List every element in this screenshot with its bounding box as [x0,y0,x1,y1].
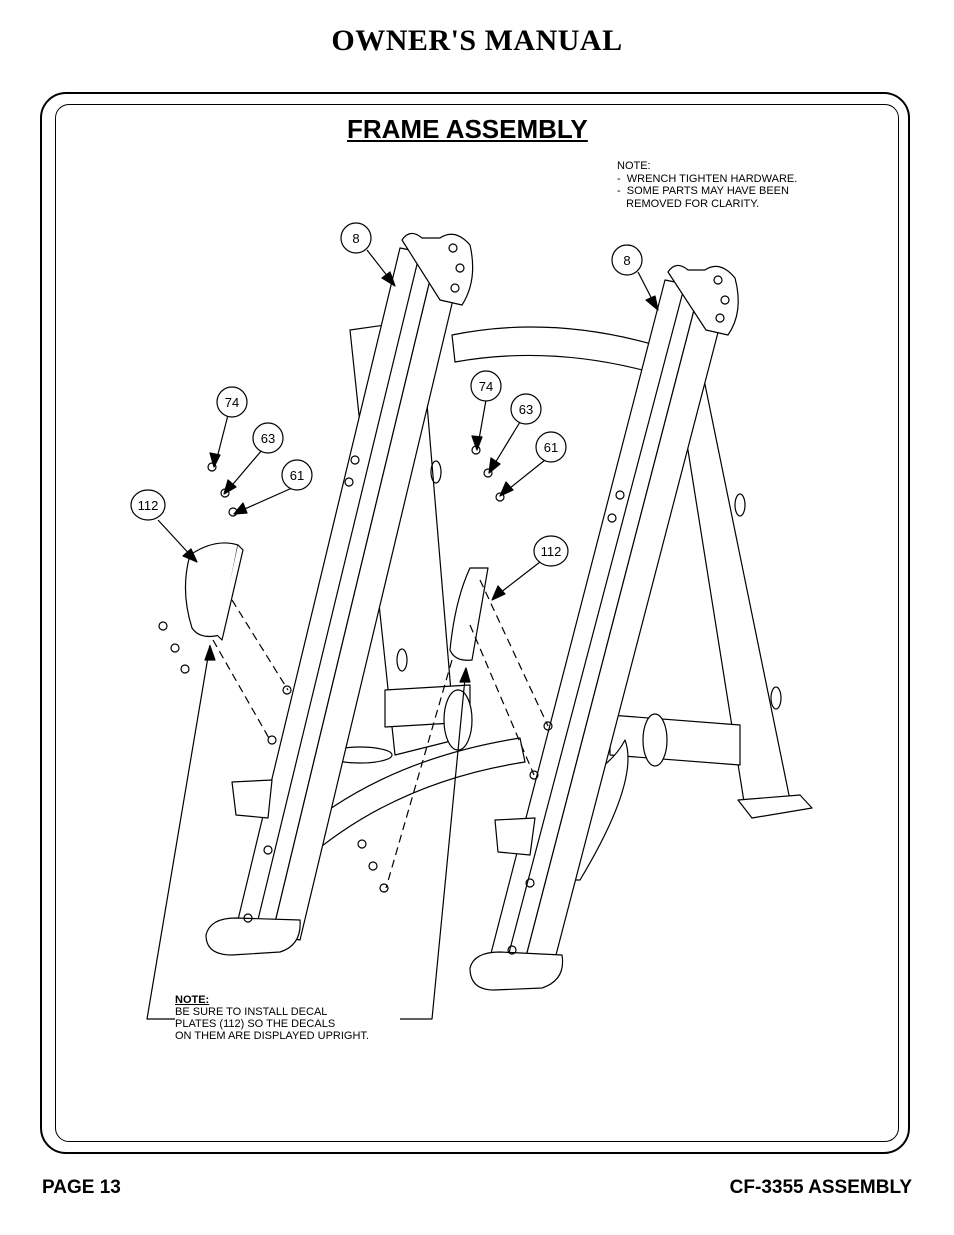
callout-label: 8 [352,231,359,246]
callout-bubble [216,386,248,418]
section-title: FRAME ASSEMBLY [347,114,588,144]
callout-label: 74 [225,395,239,410]
page-frame-outer [40,92,910,1154]
note-line: - WRENCH TIGHTEN HARDWARE. [617,172,798,185]
decal-plate-center [449,567,489,661]
manual-title: OWNER'S MANUAL [331,24,623,57]
lower-tube-right [609,714,741,766]
hardware-center-bottom [357,839,389,893]
hardware-note: NOTE: - WRENCH TIGHTEN HARDWARE. - SOME … [617,160,857,210]
decal-note-leader-left [146,644,211,1020]
decal-note-line: ON THEM ARE DISPLAYED UPRIGHT. [175,1030,369,1042]
callout-label: 8 [623,253,630,268]
decal-note-line: BE SURE TO INSTALL DECAL [175,1006,328,1018]
hardware-center-top [471,445,505,502]
callout-bubble [611,244,643,276]
page-frame-inner [55,104,899,1142]
callout-bubble [340,222,372,254]
upright-holes [243,455,625,955]
decal-note-heading: NOTE: [175,994,210,1006]
alignment-lines [212,579,549,889]
document-id: CF-3355 ASSEMBLY [729,1177,912,1198]
decal-plate-left [184,542,239,638]
note-line: REMOVED FOR CLARITY. [617,197,760,210]
rear-crossbar [451,326,656,373]
callout-label: 61 [544,440,558,455]
callout-label: 63 [261,431,275,446]
callout-bubble [510,393,542,425]
callout-label: 74 [479,379,493,394]
decal-note: NOTE: BE SURE TO INSTALL DECAL PLATES (1… [175,994,435,1042]
callout-label: 61 [290,468,304,483]
page-number: PAGE 13 [42,1177,121,1198]
note-line: - SOME PARTS MAY HAVE BEEN [617,185,789,197]
callout-bubble [470,370,502,402]
note-line: NOTE: [617,160,651,172]
callout-leaders [157,249,659,683]
curved-base-brace [289,737,526,861]
right-upright [487,279,701,973]
callout-label: 63 [519,402,533,417]
callout-label: 112 [541,544,562,559]
decal-note-line: PLATES (112) SO THE DECALS [175,1018,336,1030]
callout-bubbles [130,222,643,567]
callout-bubble [281,459,313,491]
hardware-left-bottom [158,621,190,674]
callout-bubble [535,431,567,463]
callout-label: 112 [138,498,159,513]
callout-bubble [533,535,569,567]
callout-bubble [130,489,166,521]
decal-note-leader-right [400,667,467,1020]
callout-bubble [252,422,284,454]
